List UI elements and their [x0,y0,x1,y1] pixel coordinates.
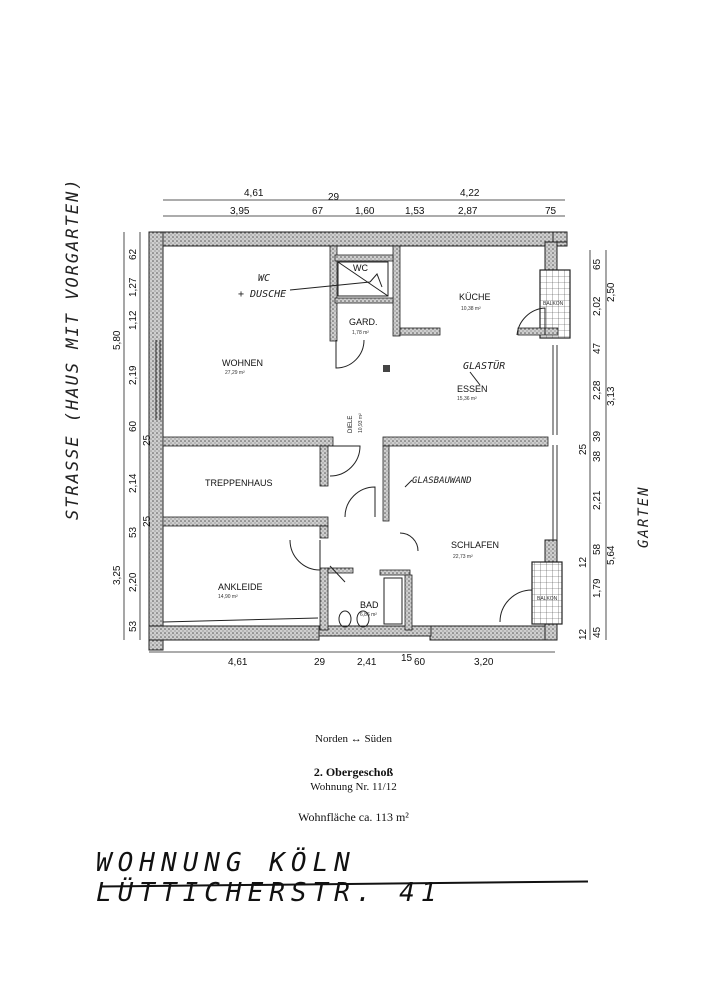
unit-caption: Wohnung Nr. 11/12 [310,781,397,793]
door-swings [289,307,546,623]
dim-left-inner-5: 25 [142,434,153,446]
dim-left-inner-1: 1,27 [128,277,139,297]
dimensions-right: 2,50 3,13 5,64 65 2,02 47 2,28 39 38 25 … [578,258,617,640]
dim-top-inner-3: 1,53 [405,206,425,217]
room-label-wc: WC [353,263,368,273]
dim-right-inner-2: 47 [592,342,603,354]
dim-right-inner-6: 25 [578,443,589,455]
note-strasse: STRASSE (HAUS MIT VORGARTEN) [63,177,83,520]
room-area-gard: 1,78 m² [352,330,369,336]
room-label-essen: ESSEN [457,384,488,394]
interior-walls [162,245,559,631]
dim-bottom-5: 3,20 [474,657,494,668]
note-glasbauwand: GLASBAUWAND [412,476,472,486]
dim-top-outer-1: 29 [328,192,340,203]
balcony-top [539,269,571,339]
dim-left-outer-0: 5,80 [112,330,123,350]
dim-left-inner-6: 2,14 [128,473,139,493]
room-label-ankleide: ANKLEIDE [218,582,263,592]
dim-right-inner-10: 1,79 [592,578,603,598]
room-area-bad: 6,86 m² [360,612,377,618]
dim-right-inner-3: 2,28 [592,380,603,400]
room-area-kueche: 10,38 m² [461,306,481,312]
dim-right-inner-8: 58 [592,543,603,555]
dim-right-outer-2: 5,64 [606,545,617,565]
dim-left-inner-8: 25 [142,515,153,527]
dim-top-inner-4: 2,87 [458,206,478,217]
dim-right-inner-4: 39 [592,430,603,442]
room-label-gard: GARD. [349,317,378,327]
dim-right-inner-1: 2,02 [592,296,603,316]
room-area-diele: 10,93 m² [358,413,364,433]
dim-left-inner-9: 2,20 [128,572,139,592]
note-wc-line2: + DUSCHE [238,289,286,300]
note-wc-line1: WC [258,273,270,284]
dim-top-inner-0: 3,95 [230,206,250,217]
room-label-balkon-top: BALKON [543,301,564,307]
dim-bottom-3: 15 [401,653,413,664]
dim-left-inner-7: 53 [128,526,139,538]
dim-bottom-1: 29 [314,657,326,668]
dim-right-inner-9: 12 [578,556,589,568]
room-label-diele: DIELE [348,416,354,433]
room-label-kueche: KÜCHE [459,292,491,302]
handwritten-notes: WC + DUSCHE GLASTÜR GLASBAUWAND STRASSE … [63,177,652,548]
dimensions-bottom: 4,61 29 2,41 15 60 3,20 [228,653,494,668]
room-label-wohnen: WOHNEN [222,358,263,368]
note-garten: GARTEN [636,485,652,548]
note-glastuer: GLASTÜR [463,359,505,372]
dim-top-outer-2: 4,22 [460,188,480,199]
dimension-lines [123,199,607,653]
dimensions-left: 5,80 3,25 62 1,27 1,12 2,19 60 25 2,14 5… [112,248,153,632]
dim-top-outer-0: 4,61 [244,188,264,199]
dimensions-top: 4,61 29 4,22 3,95 67 1,60 1,53 2,87 75 [230,188,557,217]
dim-right-outer-0: 2,50 [606,282,617,302]
room-area-essen: 15,36 m² [457,396,477,402]
dim-left-inner-3: 2,19 [128,365,139,385]
room-label-schlafen: SCHLAFEN [451,540,499,550]
floor-caption: 2. Obergeschoß [313,765,394,779]
left-windows [155,340,161,420]
floor-plan: WOHNEN 27,29 m² KÜCHE 10,38 m² ESSEN 15,… [63,177,652,668]
room-label-bad: BAD [360,600,379,610]
dim-right-inner-7: 2,21 [592,490,603,510]
dim-top-inner-1: 67 [312,206,324,217]
dim-bottom-2: 2,41 [357,657,377,668]
dim-left-inner-10: 53 [128,620,139,632]
dim-right-inner-12: 12 [578,628,589,640]
dim-left-inner-4: 60 [128,420,139,432]
room-area-ankleide: 14,90 m² [218,594,238,600]
bath-fixtures [337,261,403,628]
room-area-wohnen: 27,29 m² [225,370,245,376]
dim-bottom-0: 4,61 [228,657,248,668]
dim-left-outer-1: 3,25 [112,565,123,585]
dim-top-inner-5: 75 [545,206,557,217]
dim-left-inner-0: 62 [128,248,139,260]
handwritten-title: WOHNUNG KÖLN LÜTTICHERSTR. 41 [96,848,443,908]
balcony-bottom [531,561,563,625]
room-label-treppenhaus: TREPPENHAUS [205,478,273,488]
living-area-caption: Wohnfläche ca. 113 m² [298,810,409,824]
dim-left-inner-2: 1,12 [128,310,139,330]
dim-bottom-4: 60 [414,657,426,668]
dim-right-inner-5: 38 [592,450,603,462]
room-label-balkon-bottom: BALKON [537,596,558,602]
dim-right-outer-1: 3,13 [606,386,617,406]
dim-right-inner-11: 45 [592,626,603,638]
right-windows [552,345,558,540]
room-area-schlafen: 22,73 m² [453,554,473,560]
orientation-caption: Norden ↔ Süden [315,733,392,745]
dim-right-inner-0: 65 [592,258,603,270]
dim-top-inner-2: 1,60 [355,206,375,217]
room-labels: WOHNEN 27,29 m² KÜCHE 10,38 m² ESSEN 15,… [205,263,564,618]
